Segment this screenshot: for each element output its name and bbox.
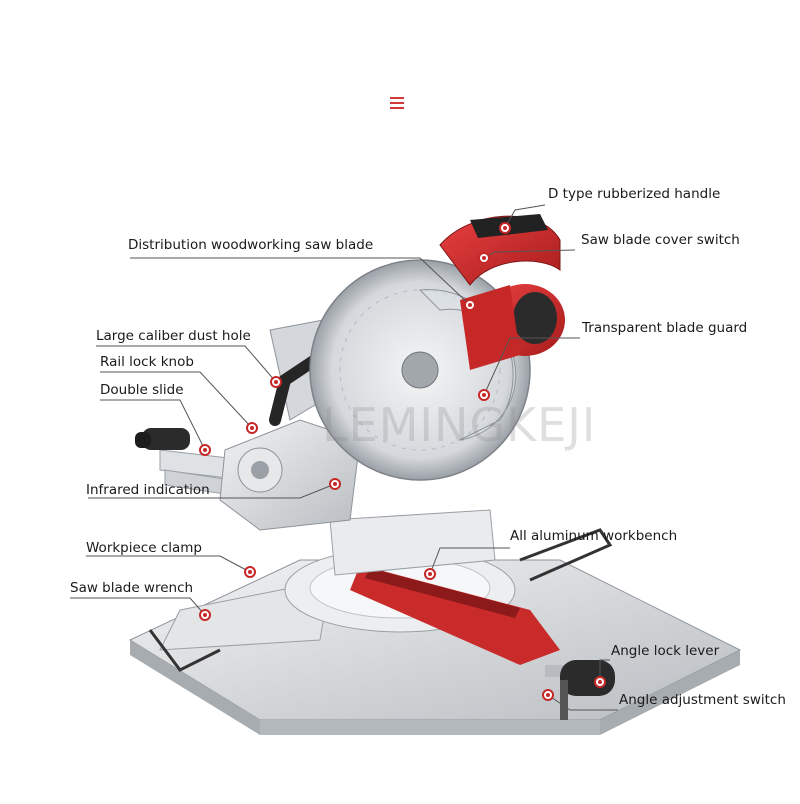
leader-lines <box>70 204 618 711</box>
marker-workbench <box>424 568 436 580</box>
marker-rail-knob <box>246 422 258 434</box>
label-double-slide: Double slide <box>100 382 184 398</box>
menu-icon[interactable] <box>390 97 404 109</box>
callout-markers <box>199 222 606 701</box>
right-extension-rail <box>148 528 613 672</box>
label-clamp: Workpiece clamp <box>86 540 202 556</box>
label-cover-switch: Saw blade cover switch <box>581 232 740 248</box>
marker-double-slide <box>199 444 211 456</box>
label-workbench: All aluminum workbench <box>510 528 678 544</box>
label-infrared: Infrared indication <box>86 482 210 498</box>
motor-housing <box>460 284 565 370</box>
marker-clamp <box>244 566 256 578</box>
marker-saw-blade <box>464 299 476 311</box>
label-d-type-handle: D type rubberized handle <box>548 186 721 202</box>
label-wrench: Saw blade wrench <box>70 580 194 596</box>
marker-dust-hole <box>270 376 282 388</box>
watermark: LEMINGKEJI <box>322 398 597 452</box>
marker-wrench <box>199 609 211 621</box>
marker-blade-guard <box>478 389 490 401</box>
label-saw-blade: Distribution woodworking saw blade <box>128 237 374 253</box>
marker-angle-switch <box>542 689 554 701</box>
label-angle-switch: Angle adjustment switch <box>619 692 786 708</box>
label-rail-knob: Rail lock knob <box>100 354 194 370</box>
label-angle-lever: Angle lock lever <box>611 643 720 659</box>
label-dust-hole: Large caliber dust hole <box>96 328 251 344</box>
aluminum-workbench <box>284 509 560 665</box>
marker-angle-lever <box>594 676 606 688</box>
marker-d-handle <box>499 222 511 234</box>
marker-cover-switch <box>478 252 490 264</box>
label-blade-guard: Transparent blade guard <box>582 320 748 336</box>
marker-infrared <box>329 478 341 490</box>
